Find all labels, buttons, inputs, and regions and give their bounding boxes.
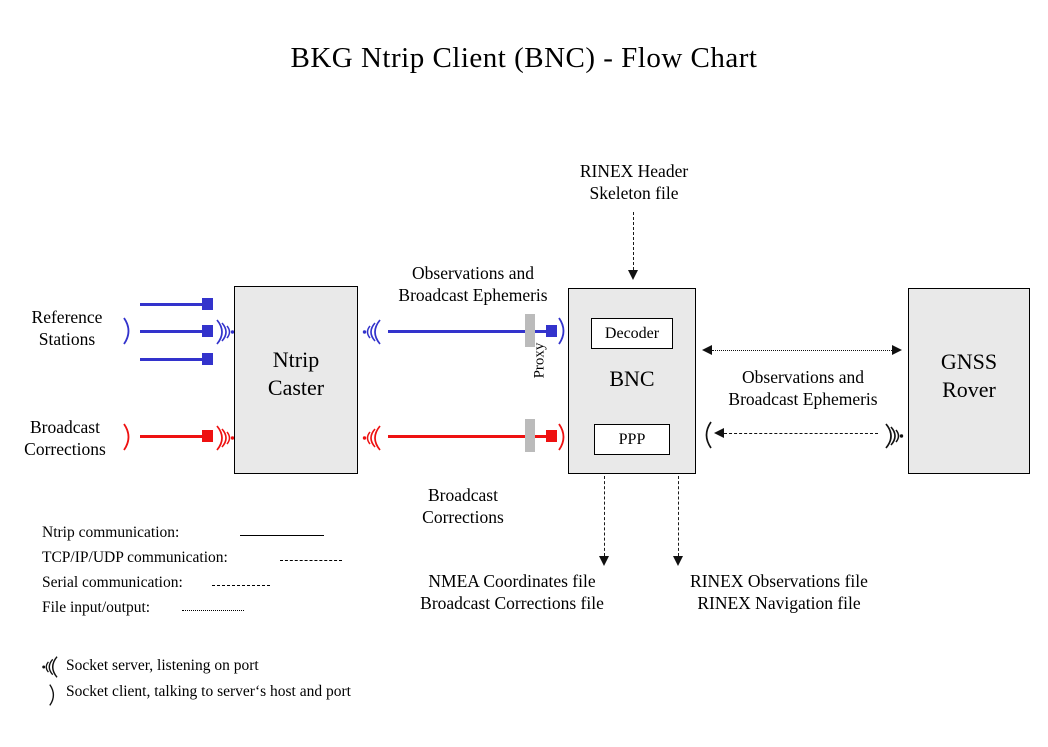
arrow-head: [202, 298, 213, 310]
label-broadcast-corrections-center: Broadcast Corrections: [422, 485, 504, 527]
node-ntrip-caster-label-line1: Ntrip: [272, 347, 320, 372]
proxy-bar: [525, 419, 535, 452]
socket-server-icon: [40, 655, 62, 679]
ntrip-arrow-line: [140, 330, 202, 333]
node-gnss-rover-label-line1: GNSS: [940, 349, 998, 374]
legend-socket-server-label: Socket server, listening on port: [66, 657, 259, 674]
arrow-head: [673, 556, 683, 566]
node-ppp[interactable]: PPP: [594, 424, 670, 455]
file-output-connector: [678, 476, 679, 556]
correction-arrow-line: [388, 435, 546, 438]
legend-label: Ntrip communication:: [42, 524, 180, 541]
socket-client-icon: [556, 422, 570, 452]
arrow-head: [546, 325, 557, 337]
correction-arrow-line: [140, 435, 202, 438]
socket-client-icon: [556, 316, 570, 346]
legend-label: File input/output:: [42, 599, 151, 616]
socket-client-icon: [700, 420, 714, 450]
tcpip-connector: [724, 433, 878, 434]
arrow-head: [702, 345, 712, 355]
socket-client-icon: [46, 683, 60, 707]
label-observations-ephemeris-right: Observations and Broadcast Ephemeris: [728, 367, 878, 409]
node-bnc-label: BNC: [609, 366, 655, 391]
socket-server-icon: [213, 318, 235, 346]
node-gnss-rover-label-line2: Rover: [942, 377, 996, 402]
arrow-head: [202, 325, 213, 337]
legend-item: Ntrip communication:: [42, 524, 324, 549]
arrow-head: [202, 353, 213, 365]
arrow-head: [599, 556, 609, 566]
proxy-label: Proxy: [531, 342, 548, 379]
legend-sample-solid: [240, 535, 324, 536]
socket-server-icon: [213, 424, 235, 452]
file-output-connector: [604, 476, 605, 556]
socket-server-icon: [882, 422, 904, 450]
legend-socket-client-label: Socket client, talking to server‘s host …: [66, 683, 351, 700]
node-ntrip-caster-label-line2: Caster: [267, 375, 325, 400]
socket-server-icon: [362, 318, 384, 346]
label-rinex-skeleton-file: RINEX Header Skeleton file: [579, 161, 689, 203]
label-broadcast-corrections-left: Broadcast Corrections: [24, 417, 106, 459]
page-title: BKG Ntrip Client (BNC) - Flow Chart: [290, 42, 758, 74]
ntrip-arrow-line: [140, 303, 202, 306]
node-gnss-rover[interactable]: GNSS Rover: [908, 288, 1030, 474]
label-output-files-left: NMEA Coordinates file Broadcast Correcti…: [420, 571, 604, 613]
arrow-head: [714, 428, 724, 438]
legend-label: TCP/IP/UDP communication:: [42, 549, 228, 566]
label-output-files-right: RINEX Observations file RINEX Navigation…: [690, 571, 868, 613]
label-reference-stations: Reference Stations: [31, 307, 103, 349]
arrow-head: [202, 430, 213, 442]
ntrip-arrow-line: [388, 330, 546, 333]
socket-server-icon: [362, 424, 384, 452]
legend-item: File input/output:: [42, 599, 244, 624]
label-observations-ephemeris-center: Observations and Broadcast Ephemeris: [398, 263, 548, 305]
legend-sample-dotted: [182, 610, 244, 611]
arrow-head: [628, 270, 638, 280]
node-ntrip-caster[interactable]: Ntrip Caster: [234, 286, 358, 474]
socket-client-icon: [121, 316, 135, 346]
legend-item: Serial communication:: [42, 574, 270, 599]
legend-line-styles: Ntrip communication: TCP/IP/UDP communic…: [42, 524, 342, 624]
arrow-head: [546, 430, 557, 442]
legend-sample-dashed: [280, 560, 342, 561]
arrow-head: [892, 345, 902, 355]
proxy-bar: [525, 314, 535, 347]
legend-item: TCP/IP/UDP communication:: [42, 549, 342, 574]
legend-sample-dash-dot: [212, 585, 270, 586]
file-input-connector: [633, 212, 634, 270]
serial-connector: [712, 350, 894, 351]
ntrip-arrow-line: [140, 358, 202, 361]
legend-label: Serial communication:: [42, 574, 183, 591]
socket-client-icon: [121, 422, 135, 452]
node-decoder[interactable]: Decoder: [591, 318, 673, 349]
